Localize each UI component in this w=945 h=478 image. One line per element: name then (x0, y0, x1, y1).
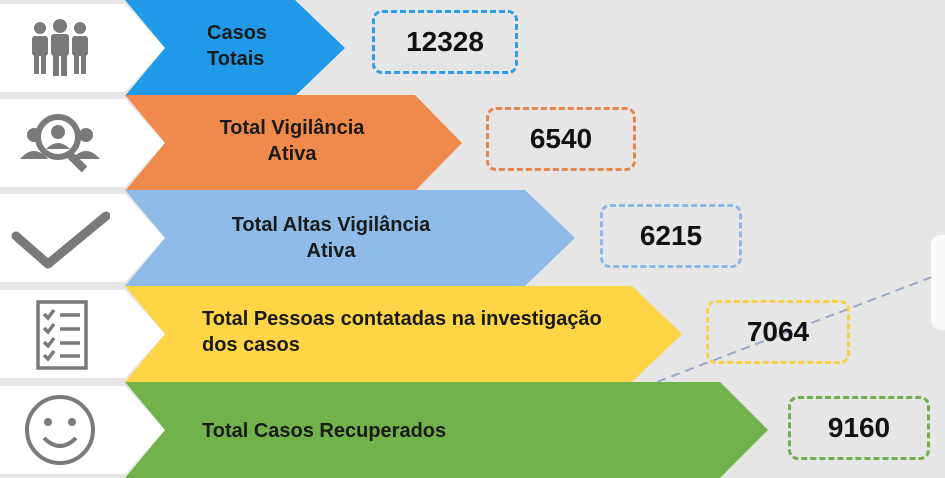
row-label-line: Ativa (306, 240, 356, 262)
checkmark-icon (11, 211, 110, 269)
row-label: Total Altas Vigilância Ativa (214, 212, 448, 264)
row-value: 6215 (600, 204, 742, 268)
row-label-line: Totais (207, 48, 265, 70)
search-people-icon (20, 114, 100, 173)
stat-row-active-surveillance: Total Vigilância Ativa 6540 (0, 95, 945, 191)
row-label-line: Total Vigilância (219, 117, 365, 139)
row-label-line: Total Casos Recuperados (202, 420, 447, 442)
row-value: 6540 (486, 107, 636, 171)
row-label-line: Total Altas Vigilância (231, 214, 431, 236)
stat-row-recovered: Total Casos Recuperados 9160 (0, 382, 945, 478)
smiley-face-icon (25, 395, 95, 465)
checklist-icon (36, 300, 88, 370)
row-value: 12328 (372, 10, 518, 74)
decorative-shape (931, 235, 945, 330)
stat-row-discharged: Total Altas Vigilância Ativa 6215 (0, 190, 945, 286)
row-label: Total Pessoas contatadas na investigação… (202, 306, 602, 358)
row-label: Casos Totais (207, 20, 267, 72)
people-group-icon (32, 19, 88, 76)
row-value: 7064 (706, 300, 850, 364)
row-label-line: Ativa (267, 143, 317, 165)
stat-row-total-cases: Casos Totais 12328 (0, 0, 945, 96)
row-label: Total Casos Recuperados (202, 418, 446, 444)
row-arrow-banner (0, 286, 682, 382)
row-label-line: Casos (207, 22, 268, 44)
stat-row-contacted: Total Pessoas contatadas na investigação… (0, 286, 945, 382)
row-value: 9160 (788, 396, 930, 460)
row-arrow-banner (0, 95, 462, 191)
row-label: Total Vigilância Ativa (208, 115, 376, 167)
row-arrow-banner (0, 190, 575, 286)
row-label-line: dos casos (202, 334, 300, 356)
row-arrow-banner (0, 382, 768, 478)
row-label-line: Total Pessoas contatadas na investigação (202, 308, 602, 330)
